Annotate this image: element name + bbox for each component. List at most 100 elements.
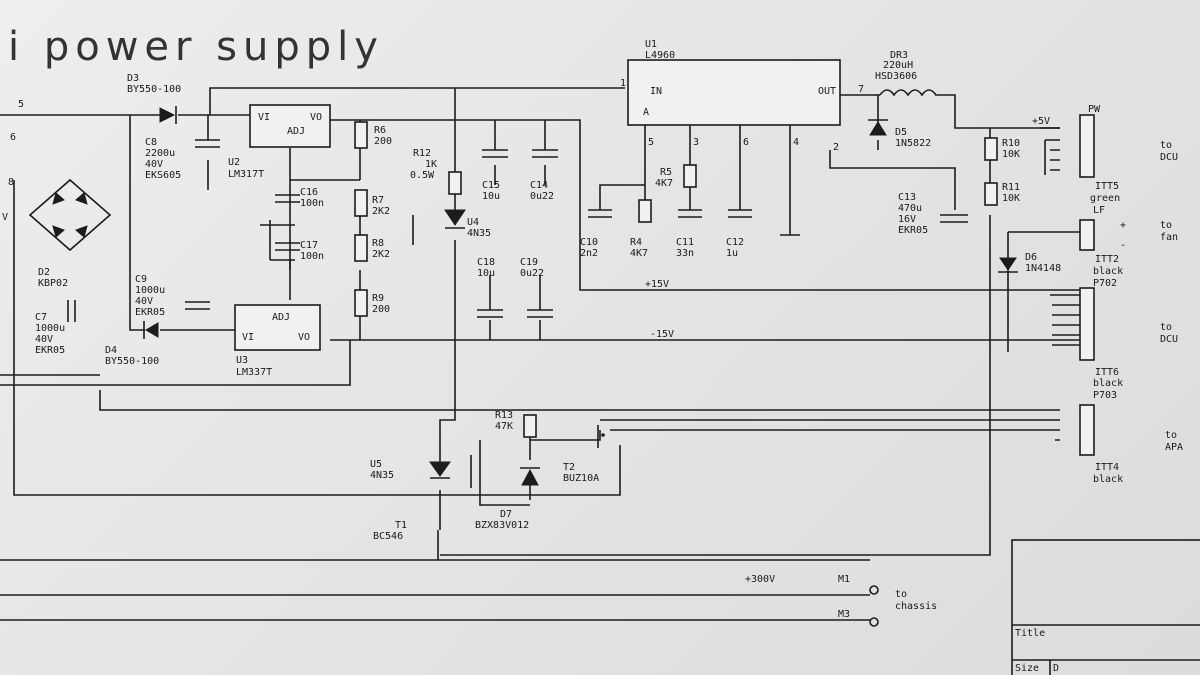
- label-c18: C18: [477, 257, 495, 268]
- label-c17: C17: [300, 240, 318, 251]
- label-to-apa: to: [1165, 430, 1177, 441]
- label-c9: C9: [135, 274, 147, 285]
- label-d6: D6: [1025, 252, 1037, 263]
- label-p703: P703: [1093, 390, 1117, 401]
- label-c16: C16: [300, 187, 318, 198]
- label-u1-in: IN: [650, 86, 662, 97]
- label-u2-vo: VO: [310, 112, 322, 123]
- label-plus300v: +300V: [745, 574, 775, 585]
- label-fan: fan: [1160, 232, 1178, 243]
- label-u1-a: A: [643, 107, 649, 118]
- label-lf: LF: [1093, 205, 1105, 216]
- label-u3-vi: VI: [242, 332, 254, 343]
- label-to-dcu-1: to: [1160, 140, 1172, 151]
- label-c17-val: 100n: [300, 251, 324, 262]
- label-itt2: ITT2: [1095, 254, 1119, 265]
- label-r12-v1: 1K: [425, 159, 437, 170]
- label-c13-v2: 16V: [898, 214, 916, 225]
- label-d4: D4: [105, 345, 117, 356]
- label-to-fan: to: [1160, 220, 1172, 231]
- title-block-title: Title: [1015, 628, 1045, 639]
- label-c11-val: 33n: [676, 248, 694, 259]
- label-c10: C10: [580, 237, 598, 248]
- label-c15-val: 10u: [482, 191, 500, 202]
- label-left-6: 6: [10, 132, 16, 143]
- label-c8: C8: [145, 137, 157, 148]
- label-itt4-color: black: [1093, 474, 1123, 485]
- label-pw: PW: [1088, 104, 1101, 115]
- label-c7-v2: 40V: [35, 334, 53, 345]
- label-u2-vi: VI: [258, 112, 270, 123]
- label-r5-val: 4K7: [655, 178, 673, 189]
- label-r12-v2: 0.5W: [410, 170, 435, 181]
- label-d7: D7: [500, 509, 512, 520]
- label-dr3-part: HSD3606: [875, 71, 917, 82]
- label-r11: R11: [1002, 182, 1020, 193]
- label-dr3-val: 220uH: [883, 60, 913, 71]
- label-u1-pin6: 6: [743, 137, 749, 148]
- label-u1-pin5: 5: [648, 137, 654, 148]
- label-minus15v: -15V: [650, 329, 674, 340]
- label-r13: R13: [495, 410, 513, 421]
- label-d2: D2: [38, 267, 50, 278]
- label-u1-pin4: 4: [793, 137, 799, 148]
- label-d5: D5: [895, 127, 907, 138]
- label-to-chassis: to: [895, 589, 907, 600]
- label-u3-adj: ADJ: [272, 312, 290, 323]
- label-u2-adj: ADJ: [287, 126, 305, 137]
- label-c9-v3: EKR05: [135, 307, 165, 318]
- label-t1-part: BC546: [373, 531, 403, 542]
- label-left-v: V: [2, 212, 8, 223]
- label-d7-part: BZX83V012: [475, 520, 529, 531]
- label-u1-out: OUT: [818, 86, 836, 97]
- label-c8-v1: 2200u: [145, 148, 175, 159]
- label-itt4: ITT4: [1095, 462, 1119, 473]
- label-u1-pin7: 7: [858, 84, 864, 95]
- label-c9-v2: 40V: [135, 296, 153, 307]
- label-c14-val: 0u22: [530, 191, 554, 202]
- label-r7-val: 2K2: [372, 206, 390, 217]
- label-r6: R6: [374, 125, 386, 136]
- label-d3-part: BY550-100: [127, 84, 181, 95]
- label-c13-v1: 470u: [898, 203, 922, 214]
- label-r8-val: 2K2: [372, 249, 390, 260]
- label-u1: U1: [645, 39, 657, 50]
- label-d6-part: 1N4148: [1025, 263, 1061, 274]
- label-itt2-color: black: [1093, 266, 1123, 277]
- label-c7-v3: EKR05: [35, 345, 65, 356]
- label-d3: D3: [127, 73, 139, 84]
- label-dcu-2: DCU: [1160, 334, 1178, 345]
- label-c16-val: 100n: [300, 198, 324, 209]
- label-r10-val: 10K: [1002, 149, 1020, 160]
- label-r13-val: 47K: [495, 421, 513, 432]
- label-r4: R4: [630, 237, 642, 248]
- label-c8-v3: EKS605: [145, 170, 181, 181]
- label-c11: C11: [676, 237, 694, 248]
- label-u1-pin3: 3: [693, 137, 699, 148]
- label-c7-v1: 1000u: [35, 323, 65, 334]
- label-plus: +: [1120, 220, 1126, 231]
- label-r12: R12: [413, 148, 431, 159]
- label-c12-val: 1u: [726, 248, 738, 259]
- label-r4-val: 4K7: [630, 248, 648, 259]
- label-d5-part: 1N5822: [895, 138, 931, 149]
- label-m3: M3: [838, 609, 850, 620]
- label-r5: R5: [660, 167, 672, 178]
- label-r6-val: 200: [374, 136, 392, 147]
- label-u4: U4: [467, 217, 479, 228]
- label-t1: T1: [395, 520, 407, 531]
- label-plus15v: +15V: [645, 279, 669, 290]
- label-u2: U2: [228, 157, 240, 168]
- label-itt5: ITT5: [1095, 181, 1119, 192]
- label-to-dcu-2: to: [1160, 322, 1172, 333]
- label-c15: C15: [482, 180, 500, 191]
- label-itt6: ITT6: [1095, 367, 1119, 378]
- components: [0, 59, 1200, 675]
- label-u1-part: L4960: [645, 50, 675, 61]
- label-p702: P702: [1093, 278, 1117, 289]
- label-u3: U3: [236, 355, 248, 366]
- label-itt6-color: black: [1093, 378, 1123, 389]
- label-c12: C12: [726, 237, 744, 248]
- label-itt5-color: green: [1090, 193, 1120, 204]
